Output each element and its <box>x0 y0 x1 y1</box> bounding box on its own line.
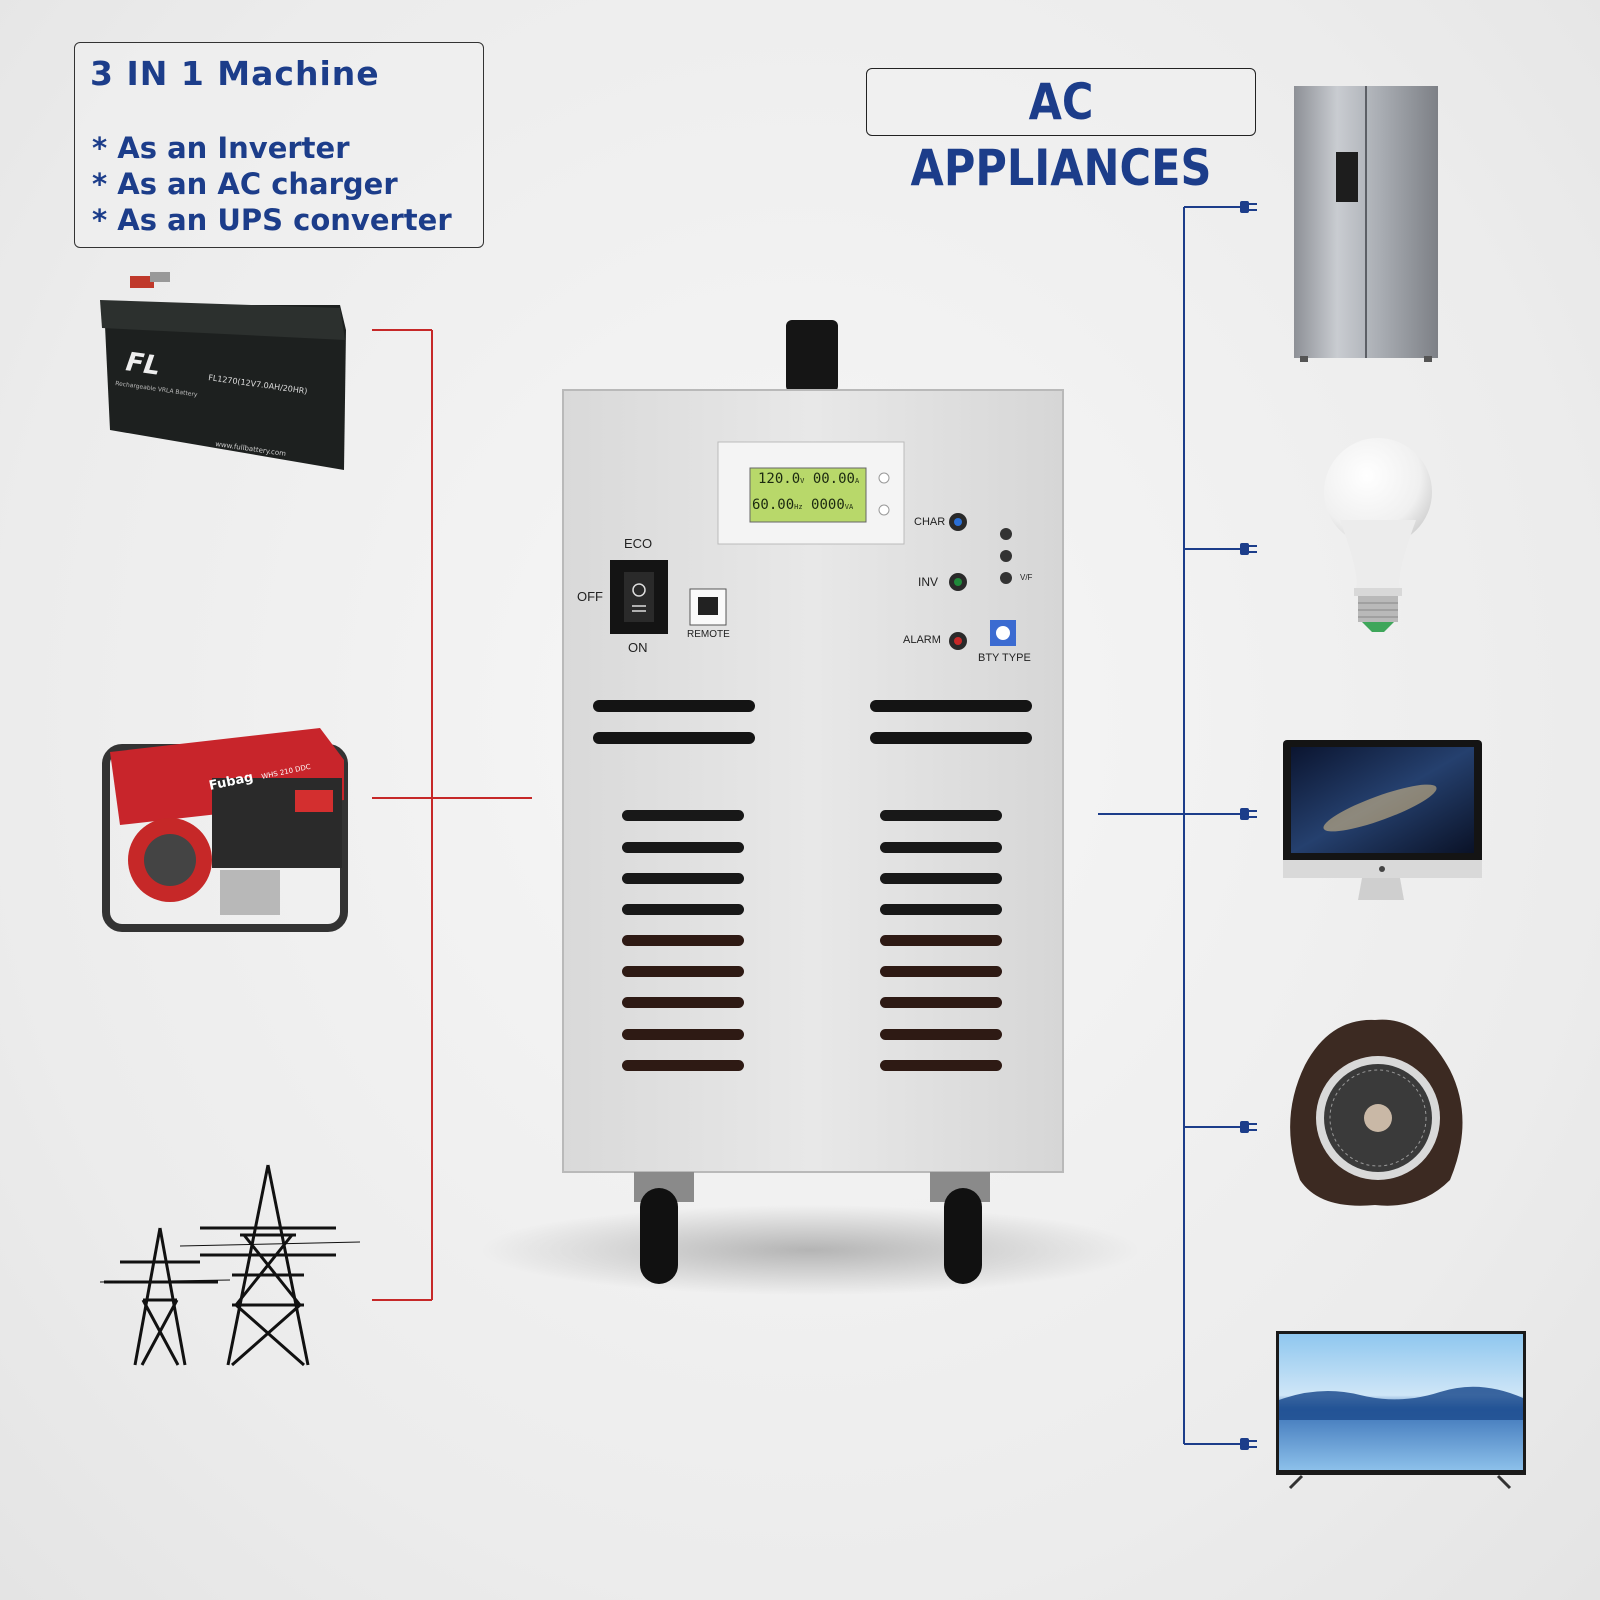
lcd-screen <box>749 467 867 523</box>
feature-ups-converter: * As an UPS converter <box>92 203 452 237</box>
plug-icon <box>1240 1121 1257 1133</box>
features-title: 3 IN 1 Machine <box>90 54 380 93</box>
input-connector-lines <box>372 329 532 1301</box>
vent-slots <box>593 700 1032 744</box>
refrigerator-icon <box>1294 86 1438 362</box>
svg-text:FL: FL <box>124 347 162 381</box>
output-connector-lines <box>1098 206 1240 1445</box>
light-bulb-icon <box>1324 438 1432 632</box>
plug-icon <box>1240 1438 1257 1450</box>
off-label: OFF <box>577 589 603 604</box>
alarm-led <box>954 637 962 645</box>
lcd-frequency: 60.00 <box>752 497 795 513</box>
carry-handle <box>786 320 838 392</box>
plug-icon <box>1240 543 1257 555</box>
power-tower-icon <box>99 1164 361 1367</box>
vf-label: V/F <box>1020 573 1033 582</box>
remote-label: REMOTE <box>687 629 730 640</box>
lcd-voltage: 120.0 <box>758 471 801 487</box>
up-button <box>1000 528 1012 540</box>
ac-appliances-title-box: AC APPLIANCES <box>866 68 1256 197</box>
plug-icon <box>1240 808 1257 820</box>
alarm-label: ALARM <box>903 634 941 646</box>
eco-label: ECO <box>624 536 653 551</box>
char-led <box>954 518 962 526</box>
lcd-voltage-unit: V <box>800 477 805 485</box>
down-button <box>1000 550 1012 562</box>
lcd-current: 00.00 <box>812 471 855 487</box>
feature-inverter: * As an Inverter <box>92 131 350 165</box>
lcd-power-unit: VA <box>844 503 854 511</box>
features-box <box>74 42 484 248</box>
char-label: CHAR <box>914 516 946 528</box>
plug-icon <box>1240 201 1257 213</box>
lcd-power: 0000 <box>811 497 845 513</box>
inv-label: INV <box>918 575 939 589</box>
lcd-frequency-unit: Hz <box>794 503 803 511</box>
ac-appliances-title: AC APPLIANCES <box>910 73 1212 197</box>
inverter-machine <box>562 320 1064 1284</box>
caster-wheels <box>634 1172 990 1284</box>
vf-button <box>1000 572 1012 584</box>
on-label: ON <box>628 640 648 655</box>
tv-icon <box>1276 1331 1526 1490</box>
monitor-icon <box>1283 740 1482 900</box>
fan-icon <box>1290 1019 1463 1206</box>
lcd-current-unit: A <box>854 477 860 485</box>
feature-ac-charger: * As an AC charger <box>92 167 398 201</box>
bty-type-label: BTY TYPE <box>978 652 1031 664</box>
battery-icon: FL FL1270(12V7.0AH/20HR) Rechargeable VR… <box>100 272 346 470</box>
lcd-row-1: 120.0V 00.00A <box>758 471 859 487</box>
inv-led <box>954 578 962 586</box>
lcd-row-2: 60.00Hz 0000VA <box>752 497 853 513</box>
generator-icon: Fubag WHS 210 DDC <box>102 728 348 932</box>
